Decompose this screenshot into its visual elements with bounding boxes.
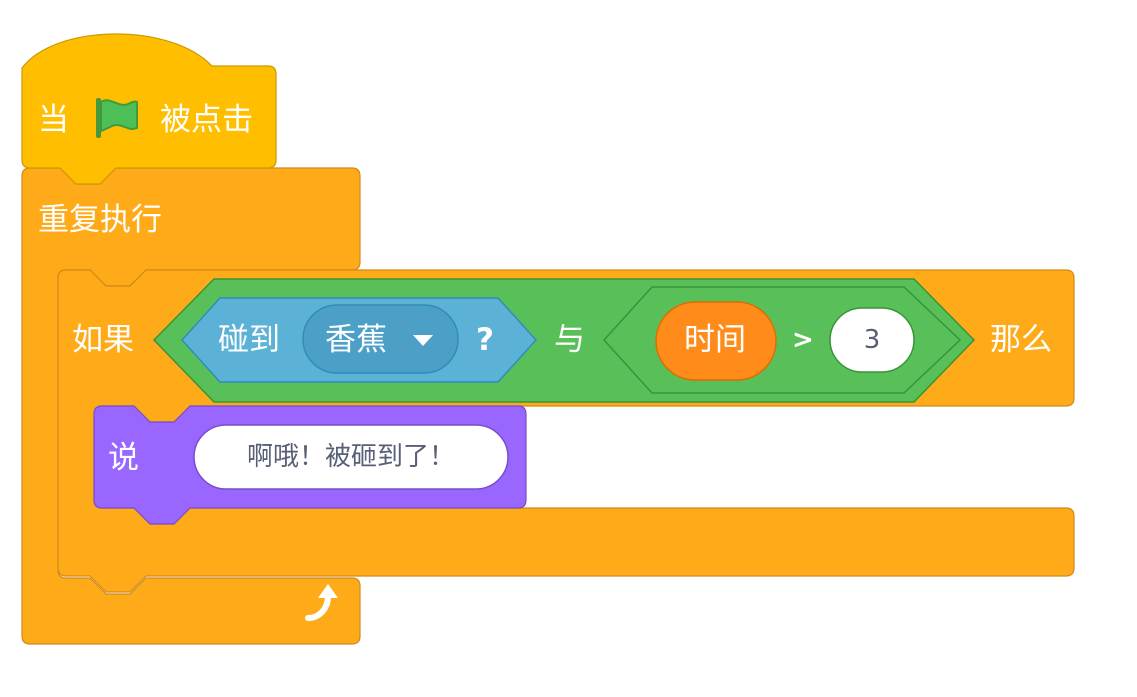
hat-suffix-label: 被点击 <box>160 102 253 138</box>
compare-value-input[interactable] <box>829 307 915 373</box>
touching-label: 碰到 <box>218 322 280 358</box>
say-message-text: 啊哦！被砸到了！ <box>246 442 455 472</box>
touching-target-dropdown[interactable] <box>302 304 459 374</box>
say-message-input[interactable] <box>193 424 509 490</box>
compare-value-text: 3 <box>863 325 881 355</box>
touching-question-mark: ? <box>476 322 494 358</box>
chevron-down-icon <box>413 335 433 346</box>
green-flag-icon <box>96 98 138 138</box>
say-label: 说 <box>108 440 139 476</box>
forever-label: 重复执行 <box>38 202 162 238</box>
loop-arrow-icon <box>305 584 338 621</box>
then-label: 那么 <box>990 322 1052 358</box>
touching-target-label: 香蕉 <box>325 322 387 358</box>
when-flag-clicked-block[interactable] <box>21 33 277 185</box>
if-label: 如果 <box>72 322 134 358</box>
and-label: 与 <box>554 322 585 358</box>
timer-reporter[interactable] <box>655 301 777 381</box>
timer-label: 时间 <box>684 322 746 358</box>
greater-than-symbol: > <box>792 325 814 355</box>
hat-prefix-label: 当 <box>38 102 69 138</box>
